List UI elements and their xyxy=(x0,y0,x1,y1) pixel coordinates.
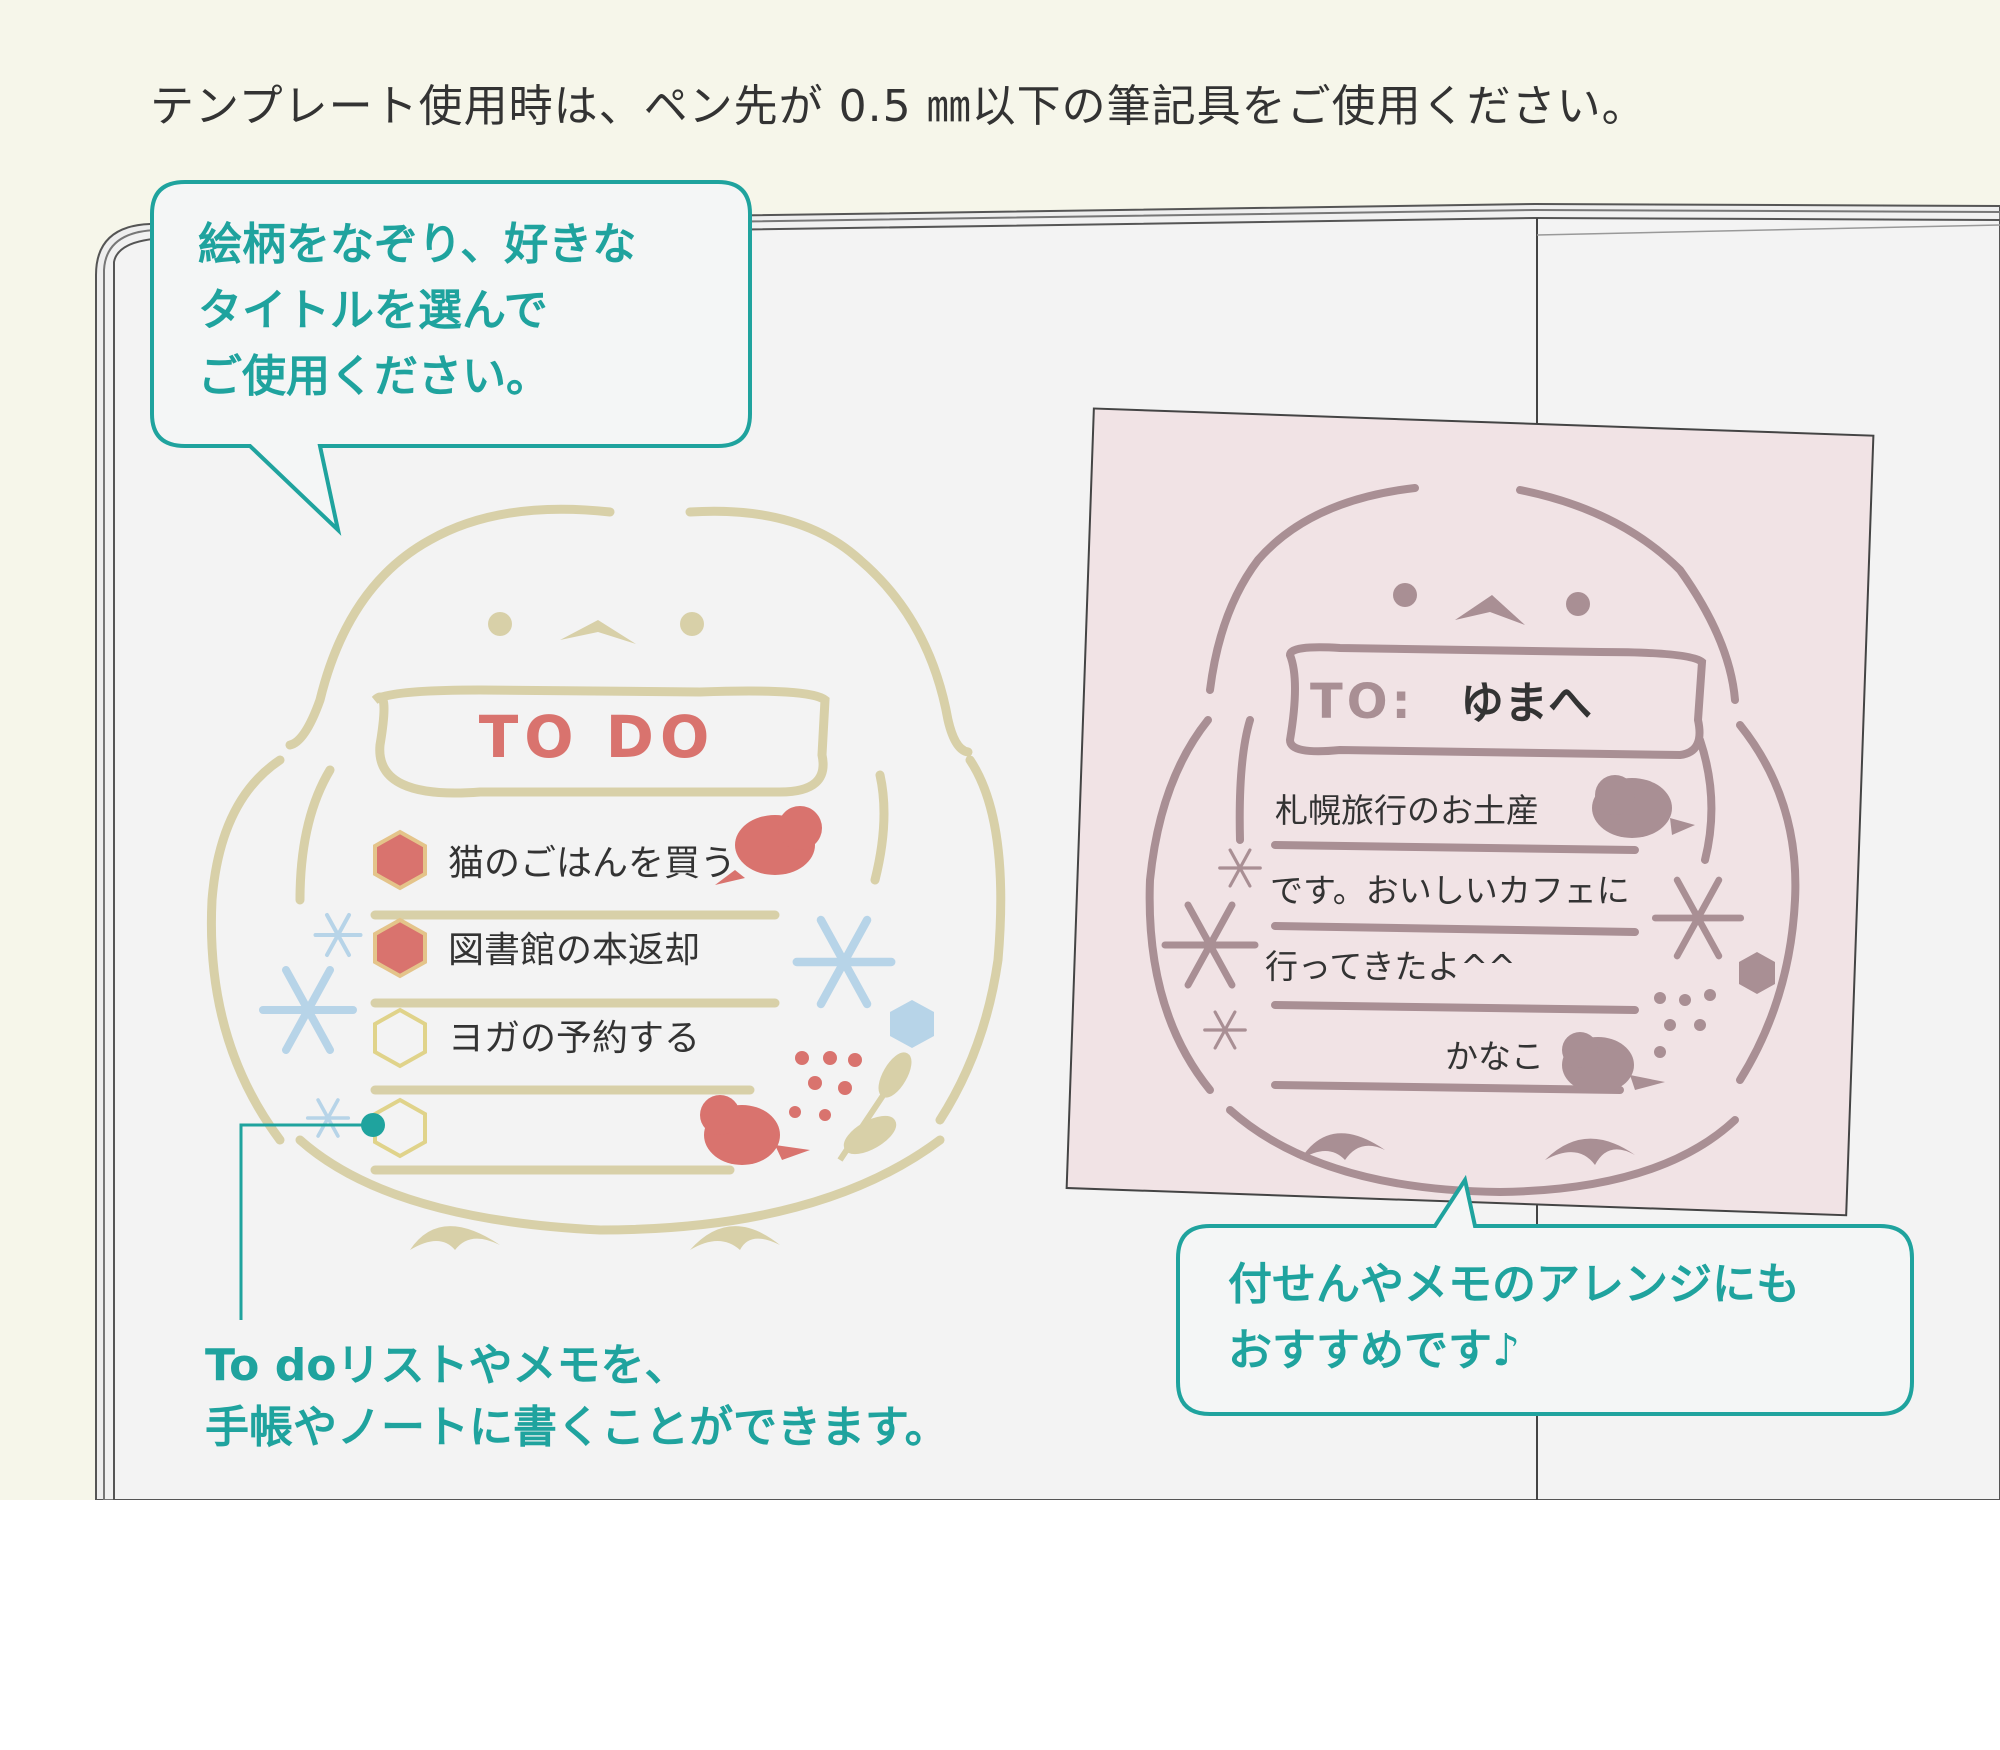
todo-decor xyxy=(789,1051,862,1121)
memo-snowflake-icons xyxy=(1161,848,1745,1050)
memo-stencil-face xyxy=(1300,583,1775,1165)
todo-stencil xyxy=(206,504,1006,1235)
illustration-scene: テンプレート使用時は、ペン先が 0.5 ㎜以下の筆記具をご使用ください。 xyxy=(0,0,2000,1500)
memo-signature: かなこ xyxy=(1445,1037,1544,1076)
memo-line-1: 札幌旅行のお土産 xyxy=(1275,791,1539,830)
bubble-top-text: 絵柄をなぞり、好きな タイトルを選んで ご使用ください。 xyxy=(198,219,637,402)
notebook-illustration: TO DO 猫のごはんを買う 図書館の本返却 ヨガの予約する xyxy=(95,180,2000,1500)
memo-line-3: 行ってきたよ^^ xyxy=(1265,947,1516,986)
todo-title: TO DO xyxy=(479,703,716,771)
callout-leader xyxy=(239,1113,385,1320)
leaf-branch-icon xyxy=(837,1052,912,1162)
bottom-caption: To doリストやメモを、 手帳やノートに書くことができます。 xyxy=(205,1340,949,1453)
memo-to-name: ゆまへ xyxy=(1460,678,1592,729)
todo-stencil-face xyxy=(410,612,780,1250)
bubble-right-text: 付せんやメモのアレンジにも おすすめです♪ xyxy=(1228,1259,1800,1376)
memo-stencil xyxy=(1145,484,1800,1197)
todo-item-3: ヨガの予約する xyxy=(448,1018,700,1059)
hexagon-icon xyxy=(890,1000,934,1048)
snowflake-icons-left xyxy=(259,913,896,1138)
usage-note: テンプレート使用時は、ペン先が 0.5 ㎜以下の筆記具をご使用ください。 xyxy=(150,81,1647,132)
speech-bubble-top xyxy=(150,180,752,536)
speech-bubble-right xyxy=(1176,1174,1914,1416)
memo-line-2: です。おいしいカフェに xyxy=(1270,871,1630,910)
todo-item-1: 猫のごはんを買う xyxy=(448,843,736,884)
memo-to-label: TO: xyxy=(1310,674,1415,730)
todo-item-2: 図書館の本返却 xyxy=(448,930,700,971)
todo-birds xyxy=(700,806,822,1165)
